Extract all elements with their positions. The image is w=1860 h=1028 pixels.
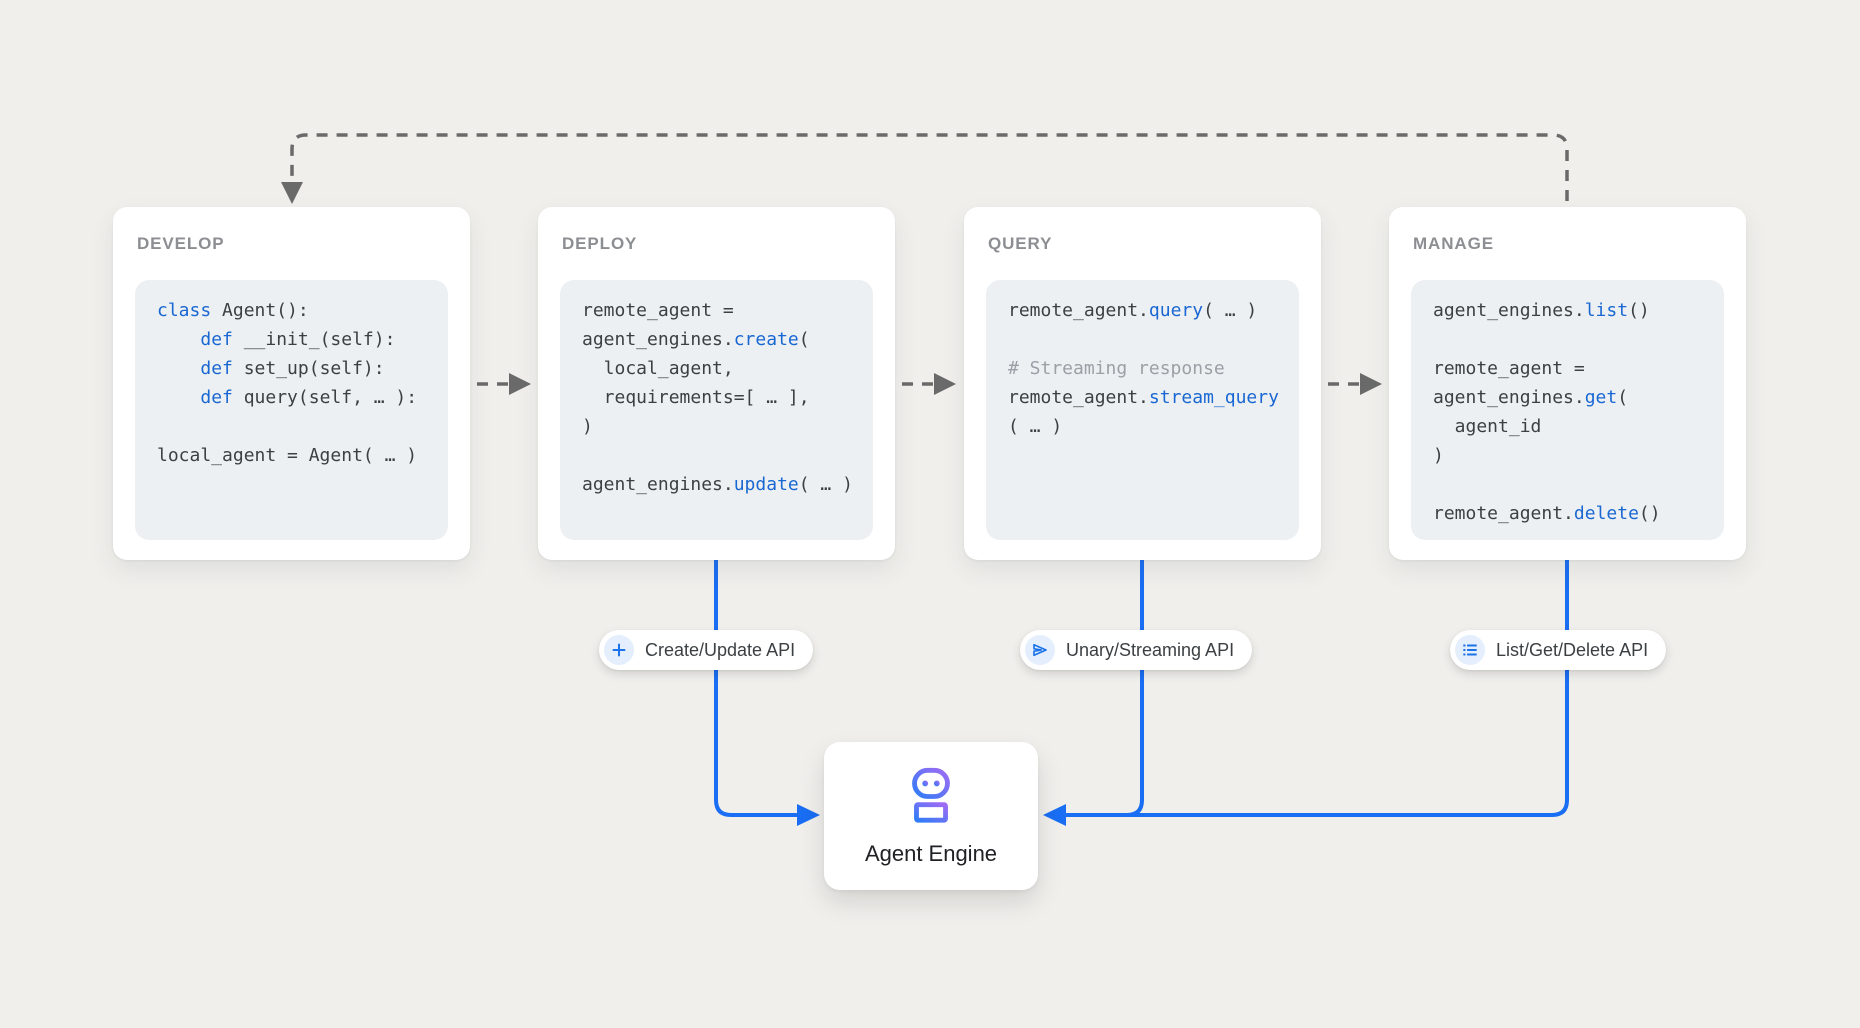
code-line: local_agent,: [582, 358, 734, 379]
code-line: remote_agent.query( … ): [1008, 300, 1258, 321]
agent-engine-node: Agent Engine: [824, 742, 1038, 890]
agent-engine-label: Agent Engine: [864, 841, 998, 866]
code-line: local_agent = Agent( … ): [157, 445, 418, 466]
query-to-engine-connector: [1065, 560, 1144, 817]
code-line: [157, 412, 448, 441]
code-line: agent_engines.create(: [582, 329, 810, 350]
code-line: agent_engines.list(): [1433, 300, 1650, 321]
create-update-api-badge: Create/Update API: [599, 630, 814, 670]
manage-to-develop-dashed-connector: [290, 133, 1569, 201]
code-line: [582, 441, 873, 470]
list-icon: [1455, 635, 1485, 665]
code-line: remote_agent =: [1433, 358, 1585, 379]
code-line: [1433, 470, 1724, 499]
develop-to-deploy-arrow: [477, 373, 531, 395]
send-icon: [1025, 635, 1055, 665]
robot-icon: [900, 765, 962, 832]
code-line: # Streaming response: [1008, 358, 1225, 379]
create-update-api-label: Create/Update API: [645, 639, 796, 660]
deploy-to-engine-connector: [714, 560, 798, 817]
engine-left-arrowhead-icon: [797, 804, 820, 826]
code-line: ): [1433, 445, 1444, 466]
list-get-delete-api-badge: List/Get/Delete API: [1450, 630, 1667, 670]
query-to-manage-arrow: [1328, 373, 1382, 395]
panel-deploy: DEPLOY remote_agent = agent_engines.creat…: [538, 207, 895, 560]
panel-develop-title: DEVELOP: [137, 234, 225, 253]
deploy-to-query-arrow: [902, 373, 956, 395]
panel-query: QUERY remote_agent.query( … ) # Streamin…: [964, 207, 1321, 560]
code-line: requirements=[ … ],: [582, 387, 810, 408]
code-line: def query(self, … ):: [200, 387, 418, 408]
panel-manage-title: MANAGE: [1413, 234, 1494, 253]
unary-streaming-api-label: Unary/Streaming API: [1066, 639, 1235, 660]
panel-develop: DEVELOP class Agent(): def __init_(self)…: [113, 207, 470, 560]
list-get-delete-api-label: List/Get/Delete API: [1496, 639, 1649, 660]
plus-icon: [604, 635, 634, 665]
code-line: remote_agent.delete(): [1433, 503, 1661, 524]
panel-query-code: remote_agent.query( … ) # Streaming resp…: [986, 280, 1299, 540]
manage-to-engine-connector: [1065, 560, 1569, 817]
panel-manage: MANAGE agent_engines.list() remote_agent…: [1389, 207, 1746, 560]
code-line: class Agent():: [157, 300, 309, 321]
engine-right-arrowhead-icon: [1043, 804, 1066, 826]
panel-deploy-code: remote_agent = agent_engines.create( loca…: [560, 280, 873, 540]
code-line: [1008, 325, 1299, 354]
develop-arrowhead-icon: [281, 182, 303, 204]
panel-query-title: QUERY: [988, 234, 1053, 253]
code-line: remote_agent.stream_query: [1008, 387, 1279, 408]
panel-manage-code: agent_engines.list() remote_agent = agent…: [1411, 280, 1724, 540]
code-line: agent_engines.get(: [1433, 387, 1629, 408]
code-line: agent_engines.update( … ): [582, 474, 853, 495]
code-line: ): [582, 416, 593, 437]
code-line: remote_agent =: [582, 300, 734, 321]
code-line: agent_id: [1433, 416, 1542, 437]
code-line: [1433, 325, 1724, 354]
unary-streaming-api-badge: Unary/Streaming API: [1020, 630, 1253, 670]
code-line: def __init_(self):: [200, 329, 396, 350]
code-line: def set_up(self):: [200, 358, 385, 379]
panel-deploy-title: DEPLOY: [562, 234, 638, 253]
code-line: ( … ): [1008, 416, 1063, 437]
panel-develop-code: class Agent(): def __init_(self): def se…: [135, 280, 448, 540]
